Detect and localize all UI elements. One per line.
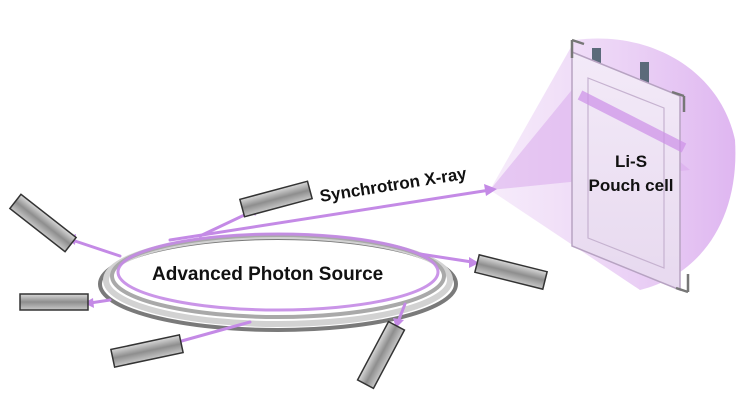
beam-lines: [70, 188, 492, 344]
pouch-cell: [570, 38, 690, 294]
beamline-station: [238, 180, 314, 218]
cell-label: Li-S Pouch cell: [576, 150, 686, 198]
beamline-station: [110, 334, 184, 368]
beam-to-cell: [168, 188, 492, 242]
beam-lower-right: [396, 302, 407, 324]
cell-label-line2: Pouch cell: [588, 176, 674, 195]
beam-right: [418, 252, 474, 264]
beamline-stations: [8, 180, 549, 390]
beamline-station: [473, 253, 549, 291]
beamline-station: [19, 293, 89, 311]
beamline-station: [356, 320, 406, 390]
storage-ring: [98, 232, 458, 332]
beam-left-top: [70, 238, 122, 258]
cell-label-line1: Li-S: [614, 152, 648, 171]
beamline-station: [8, 193, 78, 253]
beam-lower-left: [176, 320, 252, 344]
ring-label: Advanced Photon Source: [152, 264, 384, 285]
